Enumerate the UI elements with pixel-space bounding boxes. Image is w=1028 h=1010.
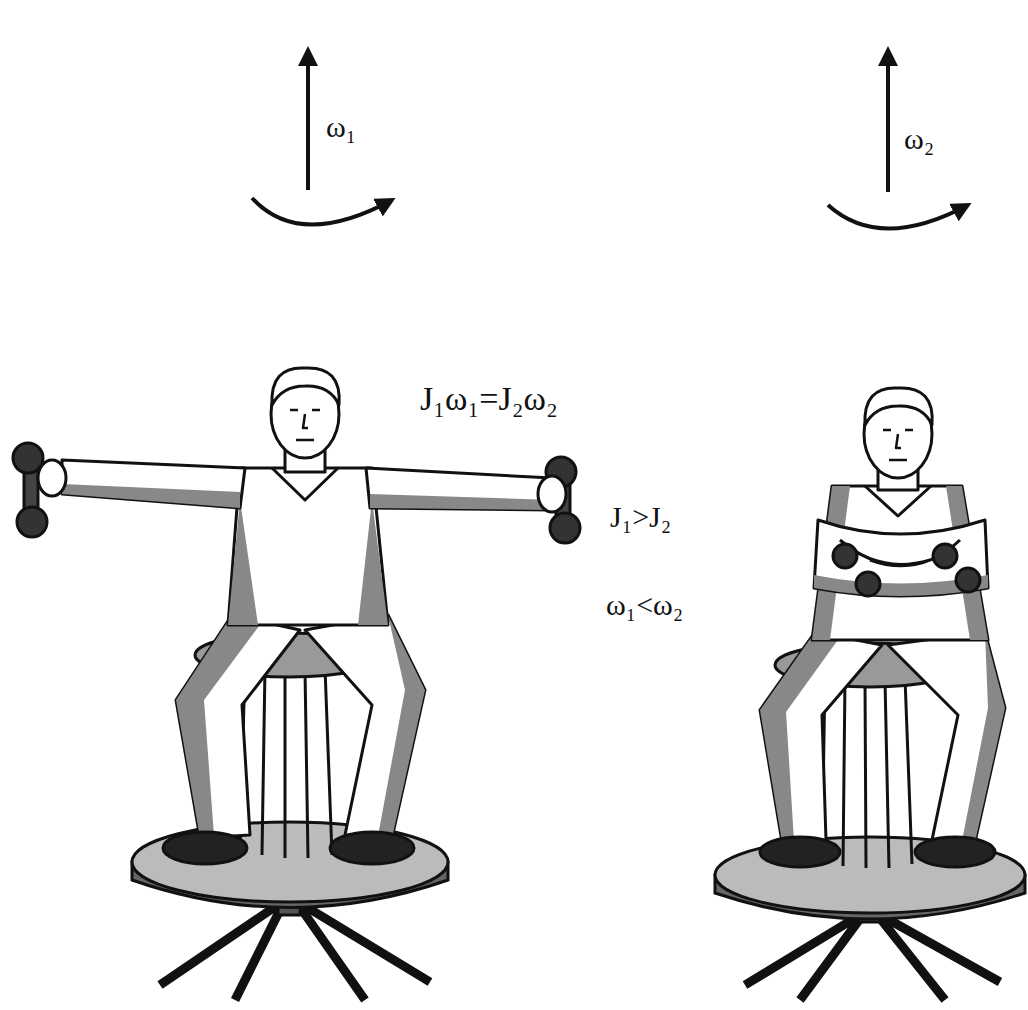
- collar: [865, 486, 931, 516]
- axis-arrow: [306, 50, 310, 190]
- shirt-shade: [228, 500, 388, 625]
- dumbbell-weight: [933, 544, 957, 568]
- shoe: [915, 837, 995, 867]
- arm-shade: [370, 494, 552, 510]
- formula-label: ω₁: [326, 110, 356, 143]
- leg: [888, 632, 1005, 842]
- leg-shade: [962, 632, 1005, 842]
- leg-shade: [176, 615, 262, 838]
- hair: [272, 368, 339, 405]
- formula-label: ω₁<ω₂: [606, 588, 683, 621]
- shoe: [163, 832, 247, 864]
- stool-platform: [715, 837, 1025, 913]
- dumbbell-weight: [550, 513, 580, 543]
- leg: [760, 632, 882, 842]
- folded-arms: [814, 520, 988, 596]
- stool-base: [745, 912, 1000, 1000]
- rotation-arrow: [252, 50, 968, 229]
- leg-shade: [760, 632, 840, 842]
- person-arms-out: [13, 368, 580, 864]
- formula-label: ω₂: [904, 122, 934, 155]
- dumbbell-weight: [956, 568, 980, 592]
- spin-arrow: [252, 198, 392, 225]
- shoe: [330, 832, 414, 864]
- formula-label: J₁>J₂: [610, 500, 671, 533]
- stool-platform: [132, 822, 448, 902]
- stool-dowels: [822, 675, 912, 868]
- hand: [538, 476, 566, 512]
- leg: [176, 615, 300, 838]
- shoe: [760, 837, 840, 867]
- dumbbell-weight: [856, 572, 880, 596]
- shirt-shade: [812, 486, 988, 640]
- shirt: [228, 468, 388, 625]
- shirt: [812, 486, 988, 640]
- arm-shade: [62, 484, 240, 508]
- formula-label: J₁ω₁=J₂ω₂: [420, 380, 558, 417]
- hand: [38, 460, 66, 496]
- dumbbell-weight: [17, 507, 47, 537]
- spin-arrow: [828, 205, 968, 229]
- axis-arrow: [886, 50, 890, 192]
- collar: [272, 468, 338, 500]
- hair: [865, 388, 932, 425]
- stool-dowels: [240, 665, 332, 858]
- leg-shade: [378, 615, 425, 838]
- dumbbell-weight: [833, 544, 857, 568]
- arm: [366, 468, 552, 510]
- face: [883, 430, 913, 460]
- face: [290, 410, 320, 440]
- leg: [305, 615, 425, 838]
- person-arms-in: [760, 388, 1005, 867]
- arm: [62, 460, 245, 508]
